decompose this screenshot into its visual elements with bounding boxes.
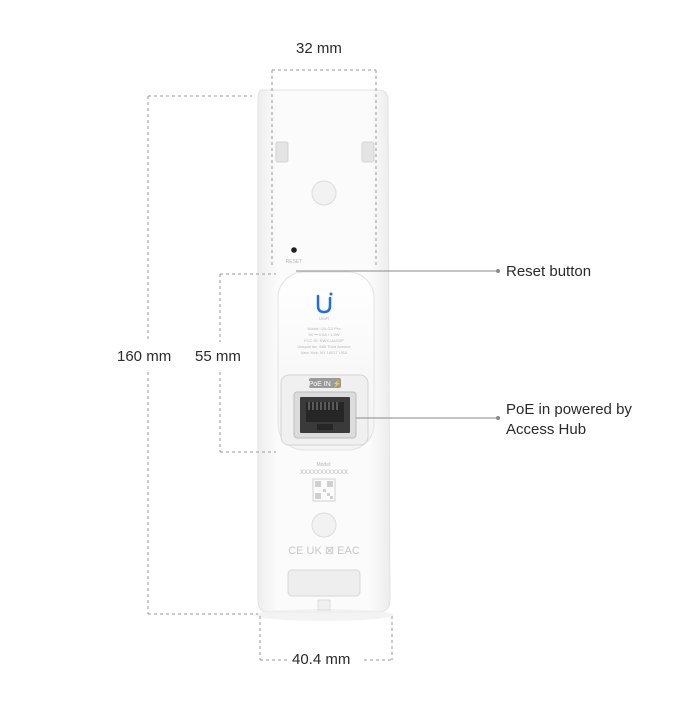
dimension-window-height [219,273,276,453]
regulatory-label: Model: UA-G2-Pro 5V ⎓ 0.6A / 1.5W FCC ID… [297,326,351,355]
label-line: 5V ⎓ 0.6A / 1.5W [309,332,340,337]
label-line: FCC ID: SWX-UAG2P [304,338,344,343]
leader-reset [296,269,500,273]
port-label: PoE IN ⚡ [309,379,342,388]
dimension-height [147,95,258,615]
bottom-cutout [287,569,361,597]
qr-code-icon [312,478,336,502]
mount-slot-left [275,141,289,163]
reset-mark: RESET [286,259,303,265]
label-line: New York, NY 10017 USA [301,350,348,355]
callout-poe-line1: PoE in powered by [506,401,632,418]
mount-slot-right [361,141,375,163]
dimension-top-width [271,69,377,268]
label-line: Model: UA-G2-Pro [308,326,342,331]
dimension-label-height: 160 mm [117,348,172,365]
callout-reset-button: Reset button [506,263,592,280]
brand-text: UniFi [319,316,330,321]
dimension-label-bottom-width: 40.4 mm [292,651,351,668]
dimension-label-window-height: 55 mm [195,348,241,365]
dimension-label-top-width: 32 mm [296,40,342,57]
screw-hole-bottom [311,512,337,538]
screw-hole-top [311,180,337,206]
port-label-plate [309,378,341,388]
leader-poe [356,416,500,420]
certification-marks: CE UK ⊠ EAC [288,545,360,557]
dimension-bottom-width [259,616,393,661]
model-label: Model: [316,462,331,468]
reset-pinhole [291,247,297,253]
serial-number: XXXXXXXXXXXX [300,470,348,476]
callout-poe-line2: Access Hub [506,421,587,438]
label-line: Ubiquiti Inc. 685 Third Avenue [297,344,351,349]
brand-logo-icon [316,294,332,314]
